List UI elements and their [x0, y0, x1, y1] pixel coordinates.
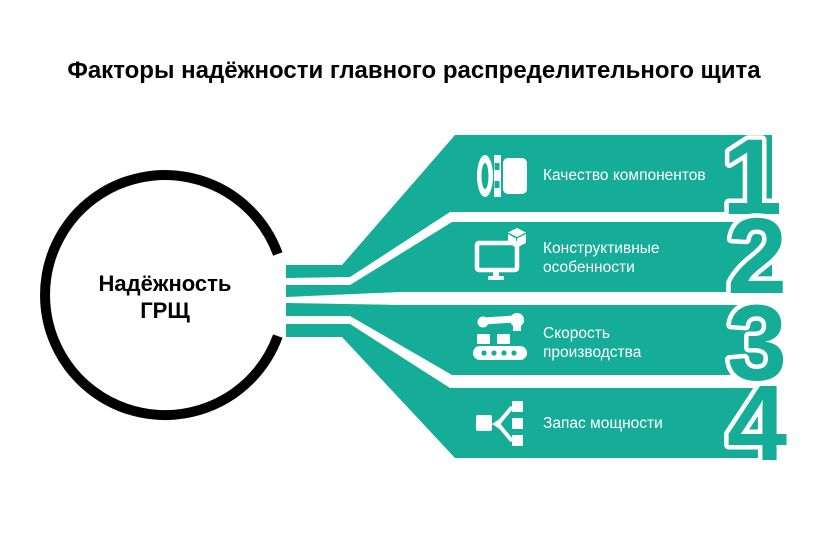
factor-label-4: Запас мощности [543, 415, 663, 432]
power-split-icon [476, 401, 523, 446]
circle-label-line1: Надёжность [99, 271, 232, 296]
page-title: Факторы надёжности главного распределите… [67, 57, 761, 84]
factor-band-3 [286, 303, 772, 375]
factor-number-1: 1 [722, 116, 782, 237]
factor-label-3-line1: Скорость [543, 325, 610, 342]
monitor-cube-icon [474, 228, 526, 280]
factor-band-4 [286, 324, 772, 458]
robot-conveyor-icon [473, 313, 527, 360]
factor-label-1: Качество компонентов [543, 167, 706, 184]
factor-label-2-line2: особенности [543, 259, 635, 276]
connector-component-icon [477, 155, 527, 197]
factor-number-2: 2 [727, 195, 787, 316]
factor-number-4: 4 [727, 362, 787, 483]
factor-band-2 [286, 222, 772, 297]
factor-label-2-line1: Конструктивные [543, 240, 660, 257]
circle-label-line2: ГРЩ [140, 298, 190, 323]
factor-band-1 [286, 135, 772, 278]
main-circle-ring [40, 170, 283, 421]
factor-number-3: 3 [727, 282, 787, 403]
factor-label-3-line2: производства [543, 344, 642, 361]
